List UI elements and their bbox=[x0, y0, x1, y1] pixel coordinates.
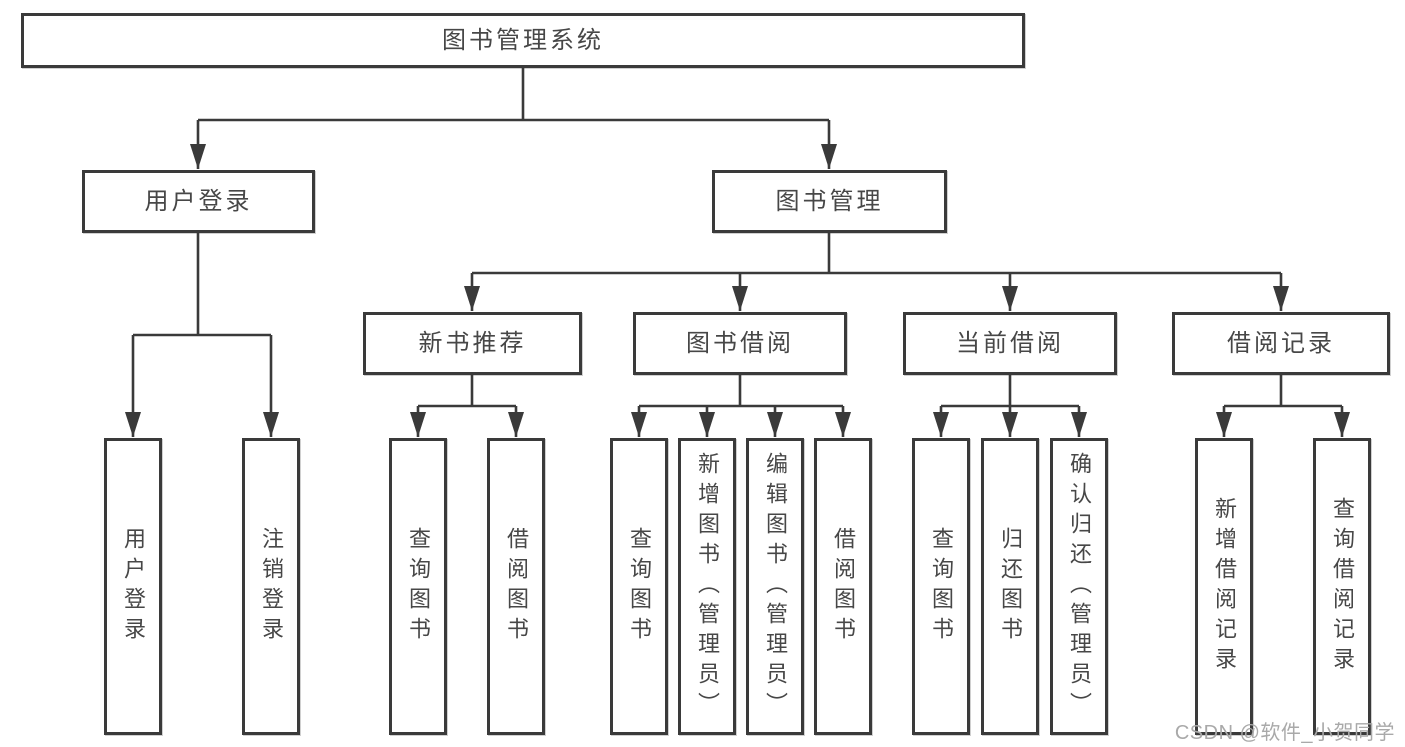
leaf-query-book-current: 查询图书 bbox=[912, 438, 970, 735]
node-new-book-recommend: 新书推荐 bbox=[363, 312, 582, 375]
leaf-borrow-book-recommend: 借阅图书 bbox=[487, 438, 545, 735]
leaf-query-book-borrow-label: 查询图书 bbox=[627, 526, 652, 647]
leaf-add-borrow-record-label: 新增借阅记录 bbox=[1212, 496, 1237, 677]
node-book-management-label: 图书管理 bbox=[775, 188, 884, 215]
leaf-add-book-admin-label: 新增图书（管理员） bbox=[695, 451, 720, 722]
node-borrow-records: 借阅记录 bbox=[1172, 312, 1390, 375]
node-borrow-records-label: 借阅记录 bbox=[1227, 330, 1335, 357]
leaf-logout-label: 注销登录 bbox=[259, 526, 284, 647]
leaf-query-book-recommend-label: 查询图书 bbox=[406, 526, 431, 647]
leaf-return-book: 归还图书 bbox=[981, 438, 1039, 735]
watermark: CSDN @软件_小贺同学 bbox=[1174, 722, 1395, 744]
leaf-return-book-label: 归还图书 bbox=[998, 526, 1023, 647]
leaf-user-login: 用户登录 bbox=[104, 438, 162, 735]
leaf-borrow-book-recommend-label: 借阅图书 bbox=[504, 526, 529, 647]
leaf-query-book-recommend: 查询图书 bbox=[389, 438, 447, 735]
node-user-login-branch: 用户登录 bbox=[82, 170, 315, 233]
leaf-add-book-admin: 新增图书（管理员） bbox=[678, 438, 736, 735]
leaf-user-login-label: 用户登录 bbox=[121, 526, 146, 647]
leaf-edit-book-admin-label: 编辑图书（管理员） bbox=[763, 451, 788, 722]
node-current-borrow: 当前借阅 bbox=[903, 312, 1117, 375]
node-root-label: 图书管理系统 bbox=[442, 27, 604, 54]
leaf-borrow-book: 借阅图书 bbox=[814, 438, 872, 735]
node-book-borrow-label: 图书借阅 bbox=[686, 330, 794, 357]
node-new-book-recommend-label: 新书推荐 bbox=[418, 330, 527, 357]
leaf-logout: 注销登录 bbox=[242, 438, 300, 735]
node-user-login-branch-label: 用户登录 bbox=[144, 188, 253, 215]
leaf-edit-book-admin: 编辑图书（管理员） bbox=[746, 438, 804, 735]
leaf-query-book-borrow: 查询图书 bbox=[610, 438, 668, 735]
leaf-borrow-book-label: 借阅图书 bbox=[831, 526, 856, 647]
leaf-query-borrow-record: 查询借阅记录 bbox=[1313, 438, 1371, 735]
leaf-confirm-return-admin: 确认归还（管理员） bbox=[1050, 438, 1108, 735]
leaf-add-borrow-record: 新增借阅记录 bbox=[1195, 438, 1253, 735]
leaf-query-book-current-label: 查询图书 bbox=[929, 526, 954, 647]
leaf-query-borrow-record-label: 查询借阅记录 bbox=[1330, 496, 1355, 677]
node-current-borrow-label: 当前借阅 bbox=[956, 330, 1064, 357]
leaf-confirm-return-admin-label: 确认归还（管理员） bbox=[1067, 451, 1092, 722]
node-book-borrow: 图书借阅 bbox=[633, 312, 847, 375]
node-root: 图书管理系统 bbox=[21, 13, 1025, 68]
node-book-management: 图书管理 bbox=[712, 170, 947, 233]
